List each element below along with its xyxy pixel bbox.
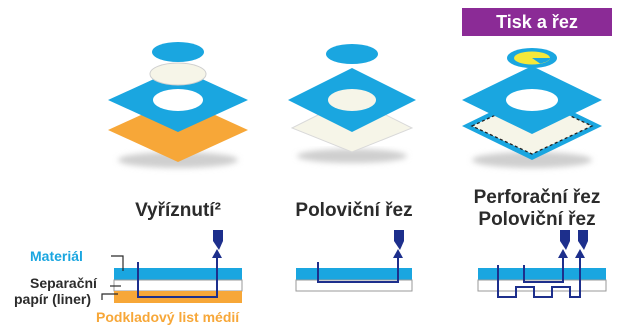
layer-material <box>114 268 242 280</box>
print-and-cut-badge-label: Tisk a řez <box>496 12 578 32</box>
caption-half-cut-2: Poloviční řez <box>478 209 596 230</box>
blade-icon <box>213 230 223 250</box>
liner-disc <box>149 62 207 86</box>
half-cut-path <box>523 256 564 283</box>
legend-liner-line2: papír (liner) <box>14 291 92 307</box>
layer-material <box>296 268 412 280</box>
leader-carrier <box>101 293 118 300</box>
half-cut-cross-section <box>295 230 413 292</box>
layer-liner <box>477 279 607 292</box>
liner-shadow <box>297 149 407 163</box>
material-disc <box>152 42 204 62</box>
legend-liner-line1: Separační <box>30 275 97 291</box>
caption-kiss-cut: Vyříznutí² <box>135 200 221 221</box>
perforation-arrow <box>575 249 585 258</box>
layer-liner <box>113 279 243 292</box>
kiss-cut-illustration <box>108 42 248 168</box>
caption-half-cut: Poloviční řez <box>295 200 413 221</box>
cut-path <box>137 256 218 298</box>
printed-sticker-wedge <box>532 58 550 64</box>
layer-material <box>478 268 606 280</box>
cut-arrow <box>212 249 222 258</box>
blade-icon-perforation <box>578 230 588 250</box>
material-cutout-hole <box>153 89 203 111</box>
caption-perforation: Perforační řez <box>473 187 601 208</box>
print-and-cut-illustration <box>462 48 602 168</box>
leader-material <box>111 255 124 271</box>
material-disc <box>326 44 378 64</box>
cut-path <box>317 256 399 283</box>
material-cutout-hole <box>328 89 376 111</box>
print-and-cut-badge: Tisk a řez <box>462 8 612 36</box>
blade-icon-half <box>560 230 570 250</box>
layer-liner <box>295 279 413 292</box>
half-cut-arrow <box>558 249 568 258</box>
blade-icon <box>394 230 404 250</box>
perforation-cut-path <box>497 256 581 298</box>
half-cut-illustration <box>288 44 416 163</box>
legend-carrier: Podkladový list médií <box>96 309 240 325</box>
kiss-cut-cross-section <box>113 230 243 303</box>
material-cutout-hole <box>506 89 558 111</box>
legend-material: Materiál <box>30 248 83 264</box>
perforation-cross-section <box>477 230 607 298</box>
legend-leaders <box>101 255 124 300</box>
cut-arrow <box>393 249 403 258</box>
